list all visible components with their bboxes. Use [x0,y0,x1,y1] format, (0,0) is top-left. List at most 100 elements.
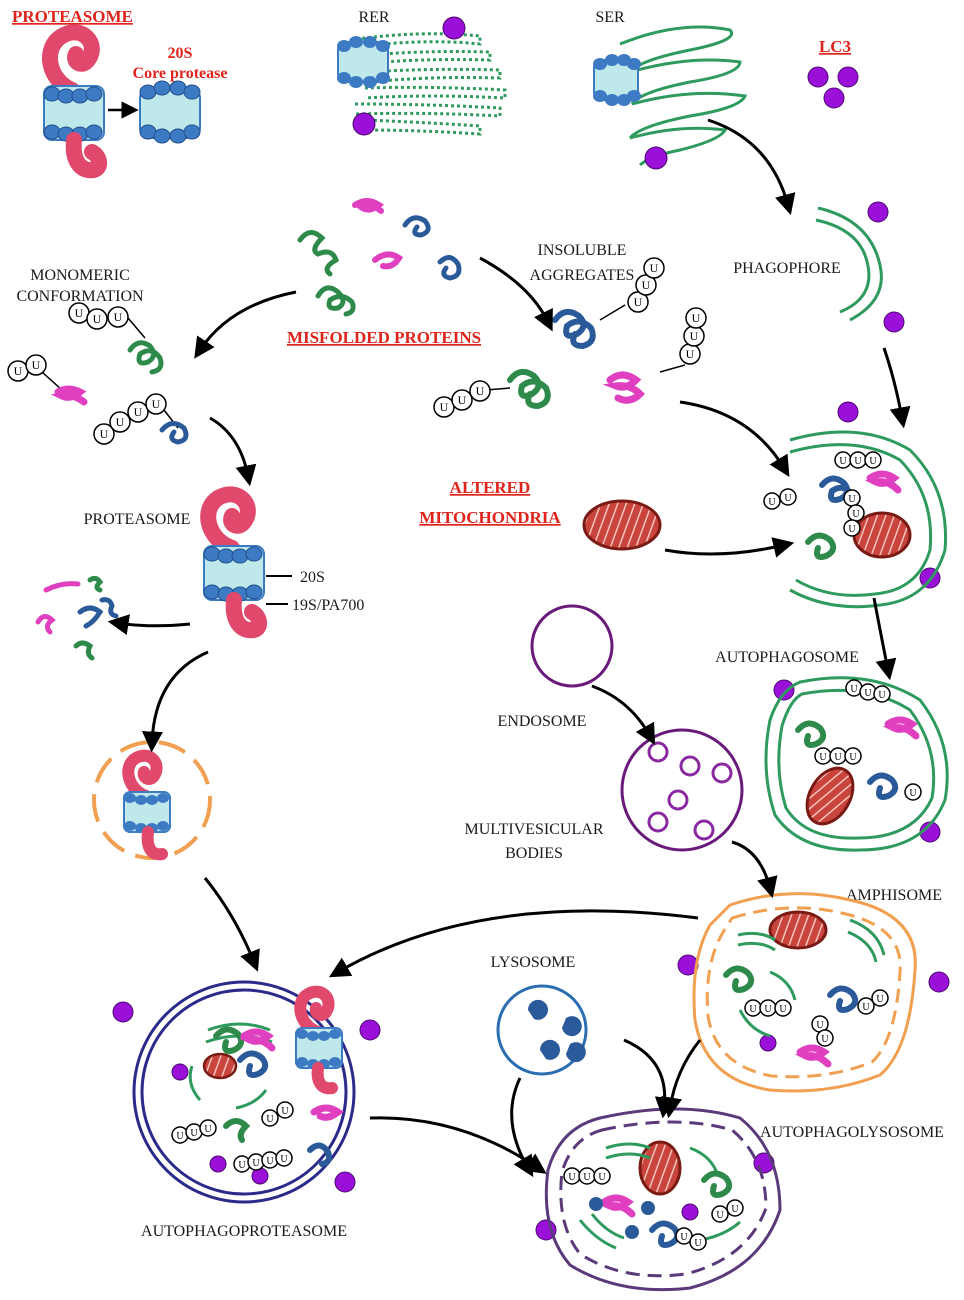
subunit-19s-label: 19S/PA700 [292,597,364,614]
svg-text:U: U [850,684,858,695]
svg-text:U: U [152,397,161,411]
arrow-engulf-to-autophagoproteasome [203,877,260,972]
core-protease-label: Core protease [133,65,228,82]
arrow-mito-to-autophagosome [664,537,795,558]
svg-text:U: U [280,1154,288,1165]
rer-label: RER [358,9,389,26]
altered-label-line1: ALTERED [450,478,531,497]
svg-text:U: U [238,1160,246,1171]
smooth-er-illustration [593,25,748,167]
svg-text:U: U [14,364,23,378]
svg-text:U: U [768,497,776,508]
arrow-amphisome-to-autophagoproteasome [328,909,699,978]
pathway-arrows [107,118,911,1178]
svg-text:U: U [680,1232,688,1243]
svg-text:U: U [692,311,701,325]
core-protease-illustration [139,80,201,144]
lysosome [496,984,588,1076]
svg-text:U: U [634,295,643,309]
svg-text:U: U [568,1172,576,1183]
svg-text:U: U [476,384,485,398]
arrow-autophagosome-down [872,597,897,681]
svg-text:U: U [190,1128,198,1139]
misfolded-proteins-label: MISFOLDED PROTEINS [287,328,481,347]
endosome-label: ENDOSOME [498,713,587,730]
svg-text:U: U [134,405,143,419]
svg-text:U: U [458,393,467,407]
arrow-phagophore-to-autophagosome [882,347,911,429]
svg-text:U: U [281,1106,289,1117]
svg-text:U: U [686,347,695,361]
svg-text:U: U [862,1002,870,1013]
mvb-label-line1: MULTIVESICULAR [465,821,604,838]
svg-text:U: U [819,752,827,763]
lc3-molecules [112,16,950,1241]
svg-text:U: U [252,1158,260,1169]
svg-text:U: U [266,1156,274,1167]
svg-text:U: U [100,427,109,441]
svg-text:U: U [869,456,877,467]
arrow-monomeric-to-proteasome [209,416,257,487]
svg-text:U: U [834,752,842,763]
svg-text:U: U [848,494,856,505]
svg-text:U: U [864,688,872,699]
arrow-endosome-to-mvb [591,684,656,746]
arrow-insoluble-to-autophagosome [679,400,790,477]
svg-text:U: U [114,310,123,324]
arrow-autophagoproteasome-to-autolysosome [369,1116,547,1174]
proteasome-middle-illustration [200,486,292,639]
subunit-20s-label: 20S [300,569,325,586]
svg-text:U: U [93,312,102,326]
svg-text:U: U [440,400,449,414]
arrow-lysosome-to-autolysosome [623,1038,676,1119]
svg-text:U: U [779,1004,787,1015]
svg-text:U: U [852,509,860,520]
peptide-fragments [35,575,119,661]
insoluble-label-line2: AGGREGATES [530,267,635,284]
amphisome-label: AMPHISOME [846,887,942,904]
svg-text:U: U [749,1004,757,1015]
altered-mitochondrion [582,499,662,551]
proteasome-engulfed-illustration [92,740,212,861]
svg-text:U: U [598,1172,606,1183]
svg-text:U: U [849,752,857,763]
phagophore-label: PHAGOPHORE [733,260,841,277]
svg-text:U: U [75,306,84,320]
svg-text:U: U [848,524,856,535]
misfolded-proteins-cluster [297,198,462,317]
arrow-proteasome-to-engulf [141,650,209,753]
svg-text:U: U [764,1004,772,1015]
proteasome-26s-illustration [41,24,139,179]
svg-text:U: U [583,1172,591,1183]
svg-text:U: U [839,456,847,467]
svg-text:U: U [821,1034,829,1045]
altered-label-line2: MITOCHONDRIA [419,508,561,527]
svg-text:U: U [266,1114,274,1125]
svg-text:U: U [176,1131,184,1142]
svg-text:U: U [816,1020,824,1031]
multivesicular-body [620,728,744,852]
svg-text:U: U [854,456,862,467]
arrow-ser-to-phagophore [707,118,796,216]
mvb-label-line2: BODIES [505,845,563,862]
monomeric-label-line1: MONOMERIC [30,267,130,284]
lc3-label: LC3 [819,37,851,56]
arrow-misfolded-to-monomeric [194,290,297,359]
svg-text:U: U [690,329,699,343]
svg-text:U: U [876,994,884,1005]
svg-text:U: U [32,358,41,372]
svg-text:U: U [716,1210,724,1221]
autophagosome-label: AUTOPHAGOSOME [715,649,859,666]
rough-er-illustration [337,32,507,136]
monomeric-label-line2: CONFORMATION [16,288,144,305]
svg-text:U: U [116,415,125,429]
insoluble-label-line1: INSOLUBLE [538,242,627,259]
